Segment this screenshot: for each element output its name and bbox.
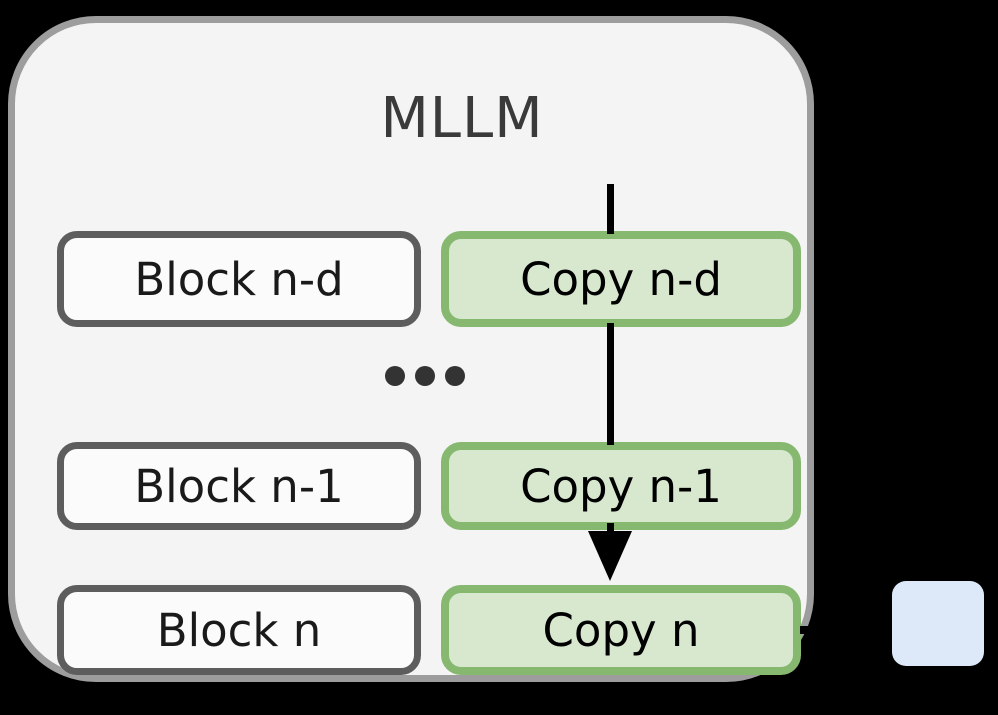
block-node-n-d[interactable]: Block n-d xyxy=(57,231,421,327)
copy-chain-line-top-segment xyxy=(607,184,614,234)
block-node-n-d-label: Block n-d xyxy=(134,252,344,306)
block-node-n[interactable]: Block n xyxy=(57,585,421,675)
ellipsis-dot xyxy=(385,366,405,386)
mllm-container: MLLM Block n-d Copy n-d Block n-1 Copy n… xyxy=(8,16,814,682)
ellipsis-indicator xyxy=(385,363,465,389)
copy-chain-line-middle-segment xyxy=(607,323,614,445)
mllm-title: MLLM xyxy=(380,86,544,151)
copy-node-n-d[interactable]: Copy n-d xyxy=(441,231,801,327)
copy-n-output-line xyxy=(800,626,852,634)
copy-chain-arrow-icon xyxy=(588,531,632,581)
block-node-n-1[interactable]: Block n-1 xyxy=(57,442,421,530)
block-node-n-1-label: Block n-1 xyxy=(134,459,344,513)
copy-node-n[interactable]: Copy n xyxy=(441,585,801,675)
block-node-n-label: Block n xyxy=(156,603,322,657)
copy-node-n-d-label: Copy n-d xyxy=(520,252,722,306)
copy-node-n-label: Copy n xyxy=(542,603,700,657)
ellipsis-dot xyxy=(445,366,465,386)
copy-node-n-1-label: Copy n-1 xyxy=(520,459,722,513)
external-blue-node[interactable] xyxy=(892,581,984,666)
ellipsis-dot xyxy=(415,366,435,386)
copy-node-n-1[interactable]: Copy n-1 xyxy=(441,442,801,530)
